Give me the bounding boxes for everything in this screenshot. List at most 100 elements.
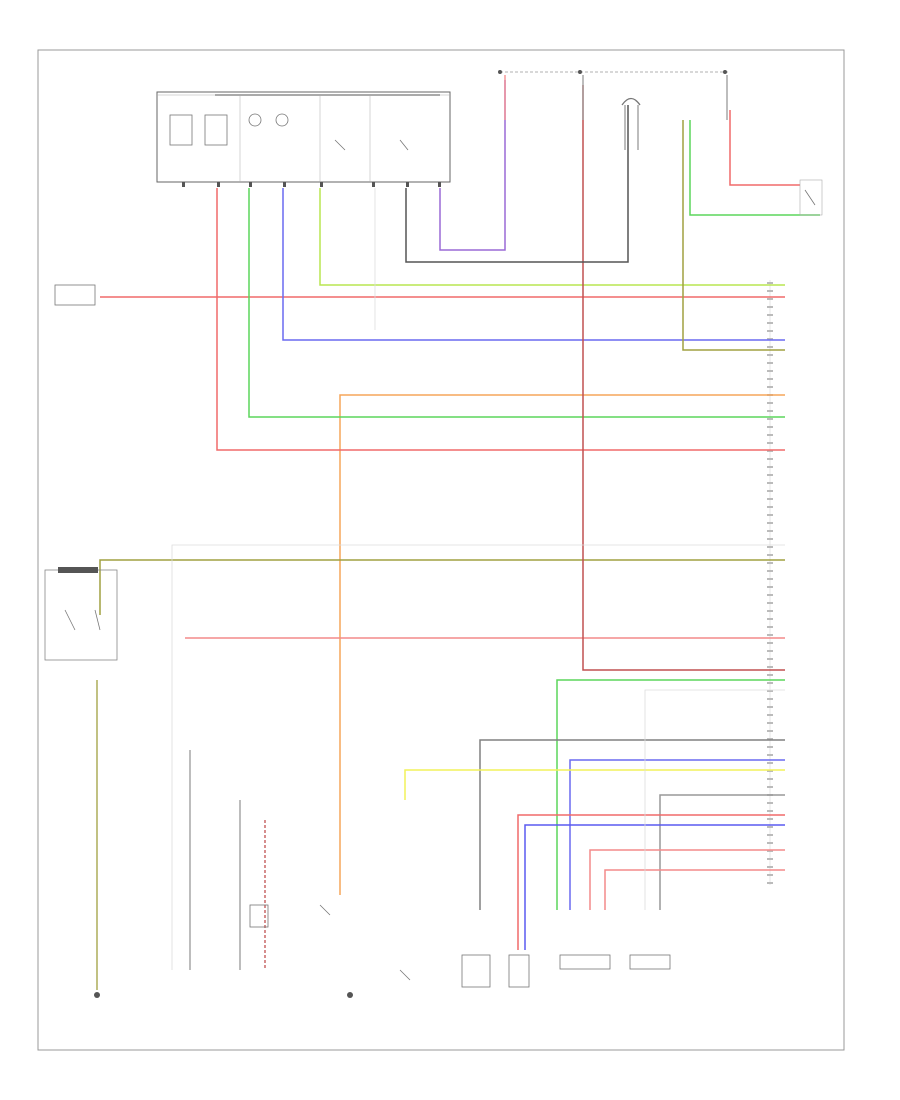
wire-gray-lower	[479, 739, 785, 910]
ecu-pin	[767, 514, 773, 516]
wire-gray-blue	[282, 188, 785, 341]
wire-red-lower	[517, 814, 785, 950]
ecu-pin	[767, 674, 773, 676]
wire-lightgray-3	[644, 689, 785, 910]
wire-green-topright	[689, 120, 820, 216]
ecu-pin	[767, 530, 773, 532]
ecu-pin	[767, 442, 773, 444]
ecu-pin	[767, 426, 773, 428]
ecu-pin	[767, 578, 773, 580]
ecu-pin	[767, 882, 773, 884]
ecu-pin	[767, 746, 773, 748]
ecu-pin	[767, 322, 773, 324]
ecu-pin	[767, 466, 773, 468]
ecu-pin	[767, 722, 773, 724]
ecu-pin	[767, 554, 773, 556]
diagram-frame	[37, 49, 845, 1051]
ecu-pin	[767, 506, 773, 508]
ecu-pin	[767, 754, 773, 756]
ecu-pin	[767, 850, 773, 852]
left-relay-component	[44, 284, 118, 661]
bottom-components	[94, 179, 823, 998]
ecu-pin	[767, 594, 773, 596]
top-junction-line	[498, 70, 730, 74]
ecu-pin	[767, 874, 773, 876]
ecu-pin	[767, 842, 773, 844]
wire-olive-topright	[682, 120, 785, 351]
wire-red-topright	[729, 110, 800, 186]
ecu-pin	[767, 378, 773, 380]
wire-blue-lower	[569, 759, 785, 910]
ecu-pin	[767, 786, 773, 788]
wire-olive	[99, 559, 785, 615]
ecu-pin	[767, 634, 773, 636]
ecu-pin	[767, 738, 773, 740]
wire-gray-right	[659, 794, 785, 910]
ecu-pin	[767, 682, 773, 684]
left-vertical-wires	[96, 680, 266, 990]
ecu-pin	[767, 698, 773, 700]
wire-yellow-lower	[404, 769, 785, 800]
ecu-pin	[767, 418, 773, 420]
ecu-pin	[767, 826, 773, 828]
ecu-pin	[767, 650, 773, 652]
wire-green-mid	[248, 188, 785, 418]
fuse-relay-box	[156, 91, 451, 187]
wire-pink-lower1	[589, 849, 785, 910]
ecu-pin	[767, 858, 773, 860]
ecu-pin	[767, 362, 773, 364]
wire-darkgray	[405, 105, 629, 263]
wire-violet	[439, 80, 506, 251]
ecu-pin	[767, 402, 773, 404]
ecu-pin	[767, 482, 773, 484]
ecu-pin	[767, 762, 773, 764]
ecu-pin	[767, 690, 773, 692]
wire-orange	[339, 394, 785, 895]
ecu-pin	[767, 810, 773, 812]
ecu-pin	[767, 370, 773, 372]
ecu-pin	[767, 522, 773, 524]
wire-blue-bottom	[524, 824, 785, 950]
ecu-pin	[767, 586, 773, 588]
ecu-pin	[767, 642, 773, 644]
ecu-pin	[767, 618, 773, 620]
ecu-pin	[767, 778, 773, 780]
wire-lightgray-1	[171, 544, 785, 970]
ecu-pin	[767, 626, 773, 628]
ecu-pin	[767, 570, 773, 572]
ecu-pin	[767, 658, 773, 660]
ecu-pin	[767, 706, 773, 708]
wire-yellow-green	[319, 188, 785, 286]
ecu-pin	[767, 354, 773, 356]
ecu-pin	[767, 434, 773, 436]
ecu-pin	[767, 818, 773, 820]
top-right-connectors	[504, 75, 728, 150]
ecu-pin	[767, 450, 773, 452]
ecu-connector	[767, 280, 773, 885]
wires	[99, 80, 820, 970]
ecu-pin	[767, 290, 773, 292]
ecu-pin	[767, 474, 773, 476]
ecu-pin	[767, 730, 773, 732]
ecu-pin	[767, 866, 773, 868]
ecu-pin	[767, 714, 773, 716]
ecu-pin	[767, 282, 773, 284]
ecu-pin	[767, 298, 773, 300]
wire-darkred	[582, 85, 785, 671]
ecu-pin	[767, 386, 773, 388]
ecu-pin	[767, 610, 773, 612]
ground-symbol-1	[94, 992, 100, 998]
ecu-pin	[767, 546, 773, 548]
ecu-pin	[767, 770, 773, 772]
ecu-pin	[767, 490, 773, 492]
ecu-pin	[767, 338, 773, 340]
ecu-pin	[767, 458, 773, 460]
ecu-pin	[767, 346, 773, 348]
ecu-pin	[767, 330, 773, 332]
ecu-pin	[767, 498, 773, 500]
ecu-pin	[767, 306, 773, 308]
ecu-pin	[767, 314, 773, 316]
ecu-pin	[767, 562, 773, 564]
ecu-pin	[767, 834, 773, 836]
